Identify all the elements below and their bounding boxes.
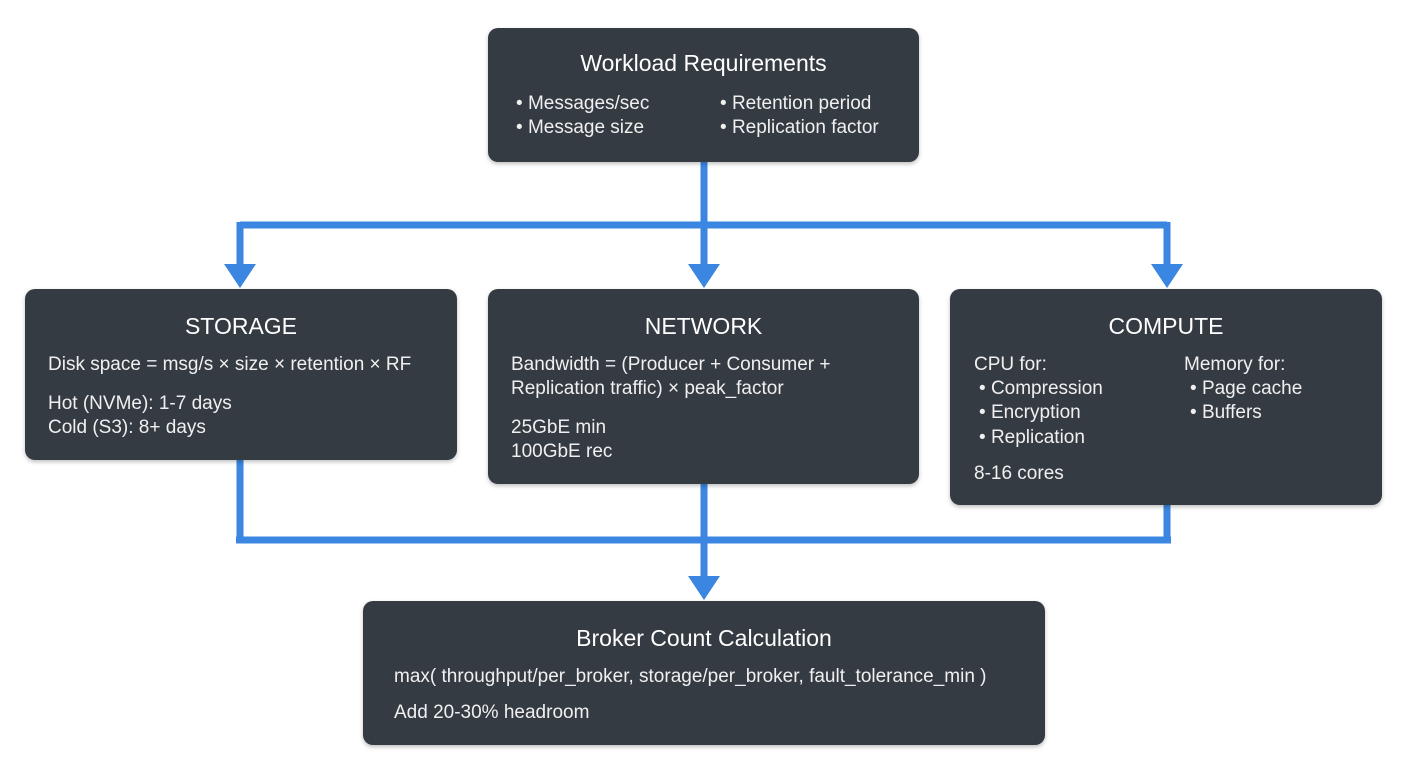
arrowhead-broker — [688, 576, 720, 600]
network-title: NETWORK — [644, 313, 763, 339]
storage-cold-tier: Cold (S3): 8+ days — [48, 417, 206, 438]
storage-formula: Disk space = msg/s × size × retention × … — [48, 354, 412, 375]
workload-item-retention-period: Retention period — [720, 92, 871, 117]
storage-hot-tier: Hot (NVMe): 1-7 days — [48, 393, 232, 414]
compute-cpu-item-compression: Compression — [979, 377, 1103, 402]
storage-title: STORAGE — [184, 313, 298, 339]
broker-headroom: Add 20-30% headroom — [394, 702, 590, 723]
network-rec: 100GbE rec — [511, 441, 613, 462]
arrowhead-network — [688, 264, 720, 288]
broker-formula: max( throughput/per_broker, storage/per_… — [394, 666, 987, 687]
workload-requirements-box: Workload Requirements Messages/sec Messa… — [488, 28, 919, 162]
network-formula-line1: Bandwidth = (Producer + Consumer + — [511, 354, 831, 375]
compute-memory-item-buffers: Buffers — [1190, 401, 1262, 426]
workload-title: Workload Requirements — [580, 50, 827, 76]
workload-item-message-size: Message size — [516, 116, 644, 141]
workload-item-replication-factor: Replication factor — [720, 116, 879, 141]
compute-memory-item-page-cache: Page cache — [1190, 377, 1302, 402]
network-min: 25GbE min — [511, 417, 607, 438]
storage-box: STORAGE Disk space = msg/s × size × rete… — [25, 289, 457, 460]
compute-memory-label: Memory for: — [1184, 354, 1286, 375]
compute-cpu-label: CPU for: — [974, 354, 1047, 375]
workload-item-messages-per-sec: Messages/sec — [516, 92, 649, 117]
compute-cpu-item-replication: Replication — [979, 426, 1085, 451]
compute-title: COMPUTE — [1108, 313, 1224, 339]
arrowhead-storage — [224, 264, 256, 288]
network-box: NETWORK Bandwidth = (Producer + Consumer… — [488, 289, 919, 484]
compute-box: COMPUTE CPU for: Compression Encryption … — [950, 289, 1382, 505]
compute-cores: 8-16 cores — [974, 463, 1064, 484]
network-formula-line2: Replication traffic) × peak_factor — [511, 378, 784, 399]
compute-cpu-item-encryption: Encryption — [979, 401, 1081, 426]
broker-title: Broker Count Calculation — [576, 625, 832, 651]
arrowhead-compute — [1151, 264, 1183, 288]
broker-count-box: Broker Count Calculation max( throughput… — [363, 601, 1045, 745]
